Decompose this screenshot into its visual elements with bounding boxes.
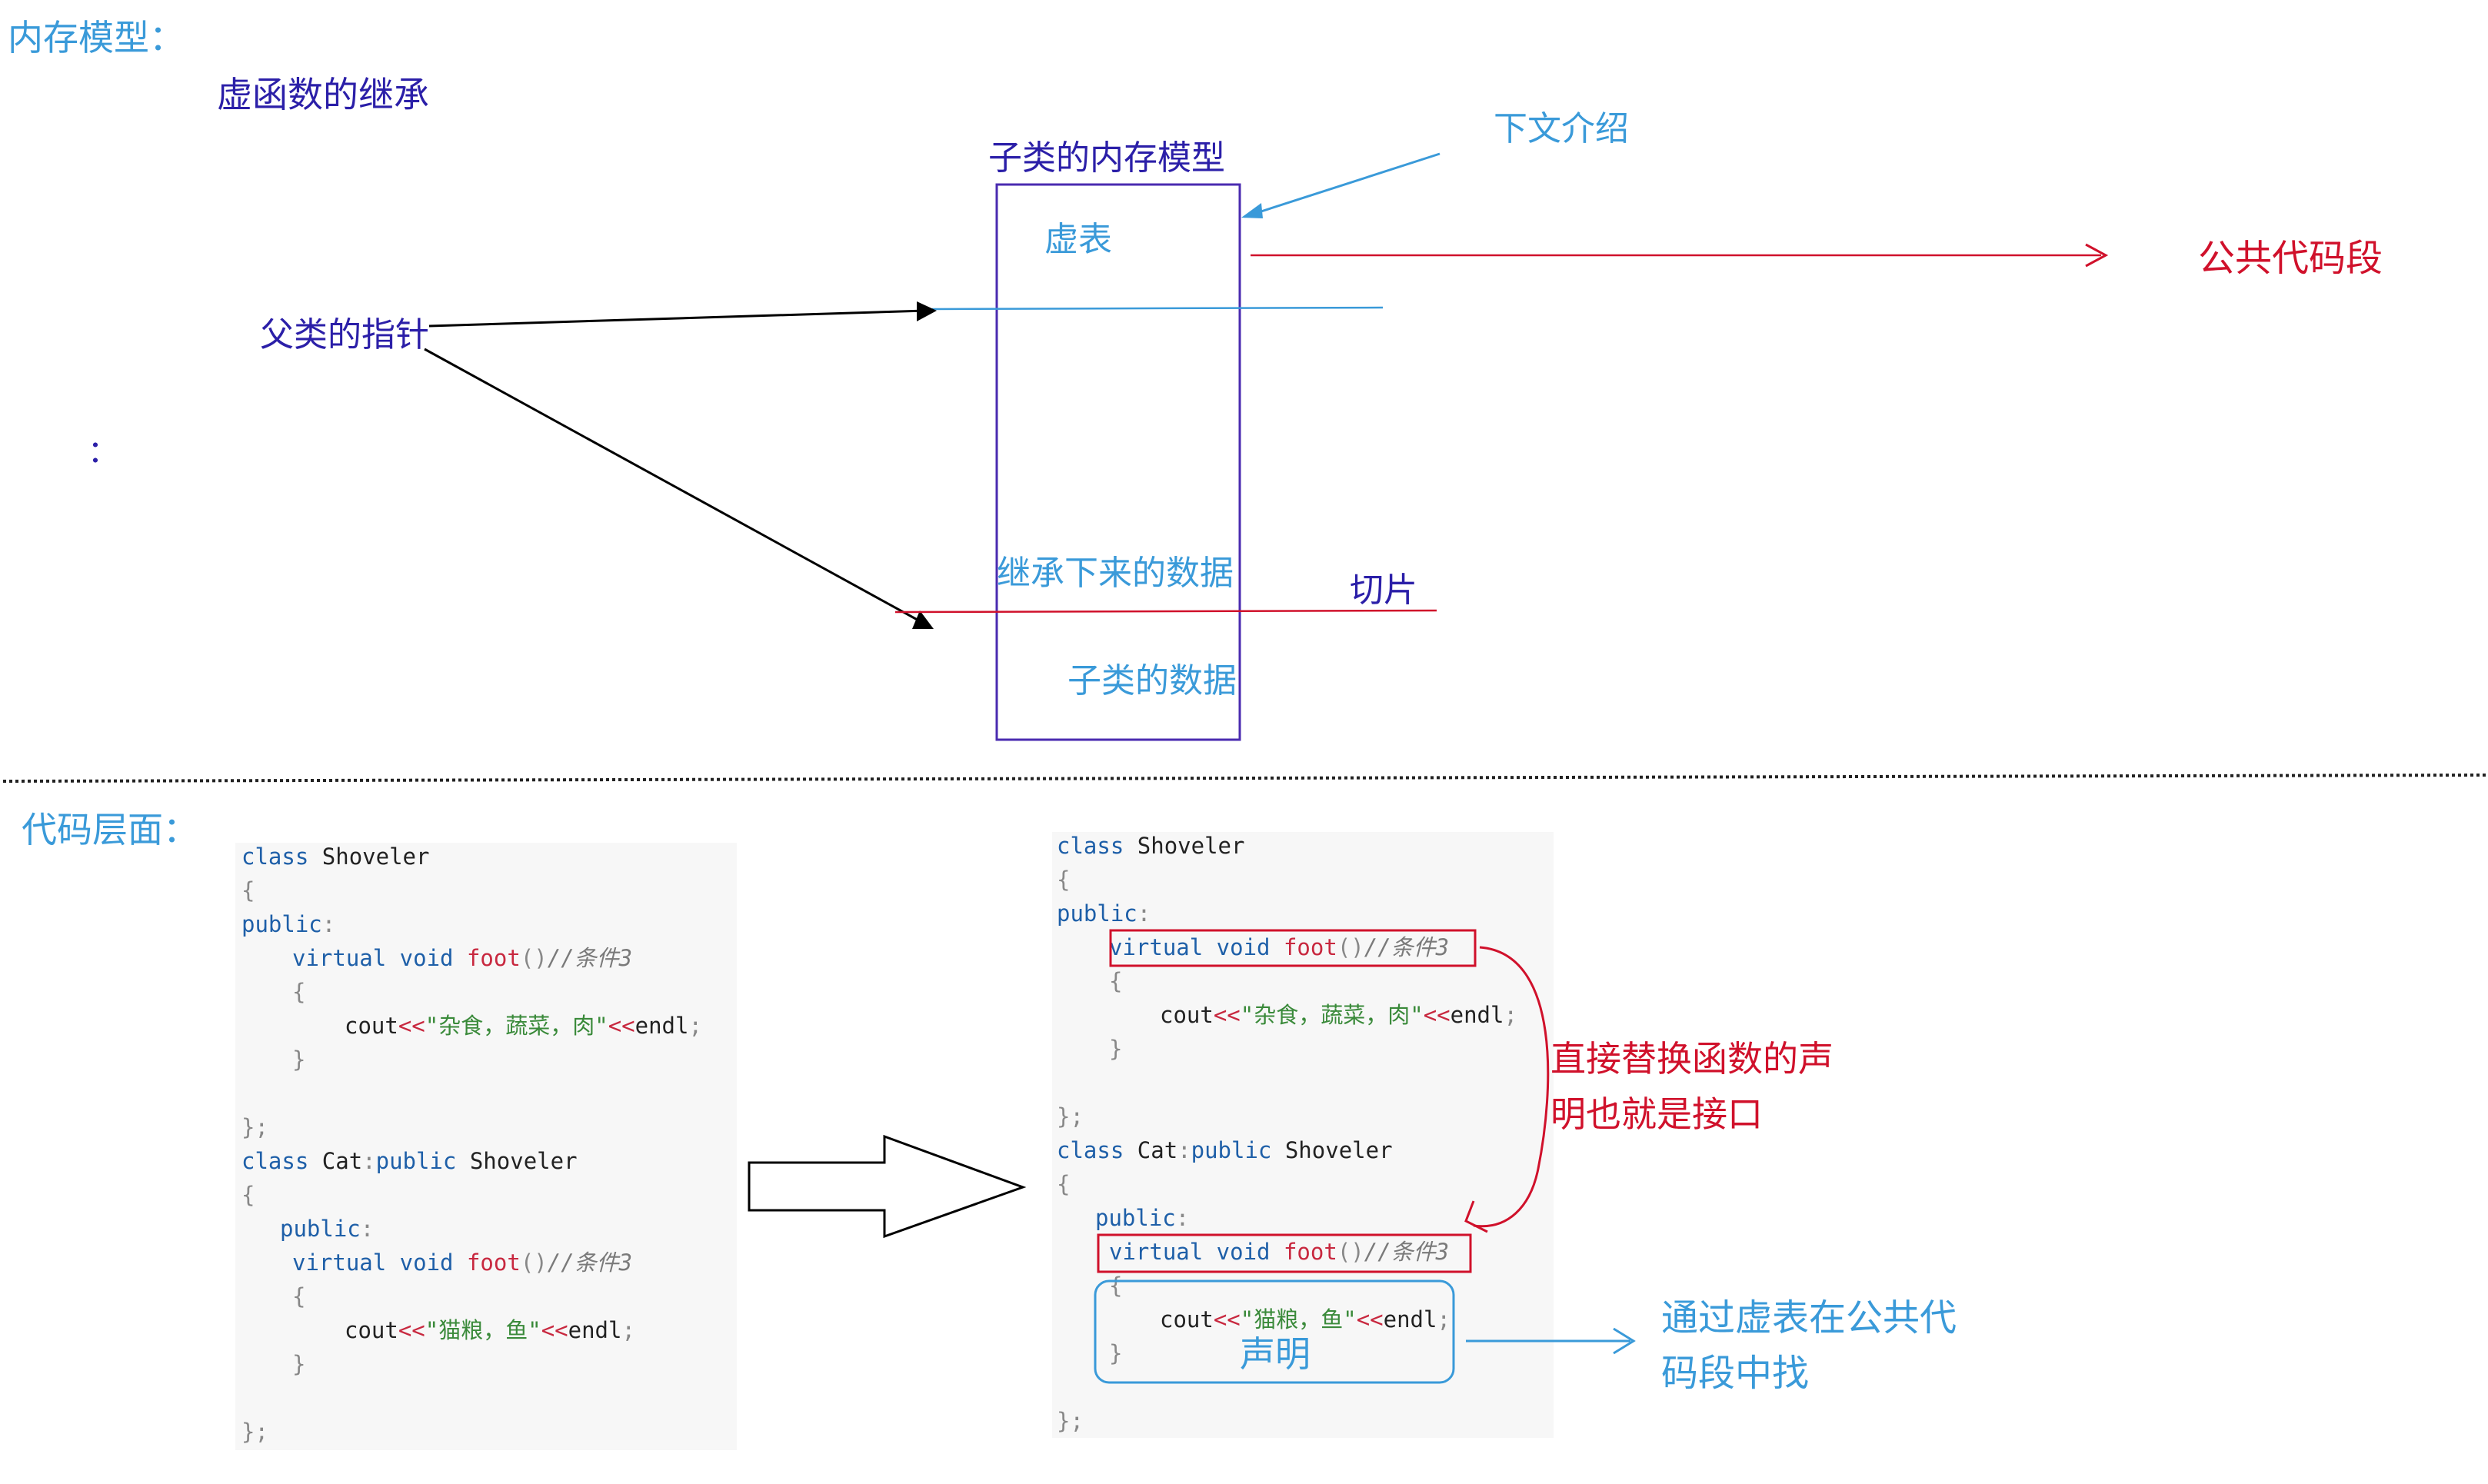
code-line: class Cat:public Shoveler bbox=[1057, 1137, 1393, 1163]
section-separator bbox=[2, 774, 2486, 783]
code-line: cout<<"杂食，蔬菜，肉"<<endl; bbox=[1160, 1002, 1517, 1028]
code-line: }; bbox=[1057, 1103, 1084, 1130]
highlight-base-virtual bbox=[1109, 929, 1477, 967]
find-note-line1: 通过虚表在公共代 bbox=[1661, 1296, 1957, 1339]
code-line: } bbox=[1109, 1340, 1123, 1366]
code-line: { bbox=[1109, 968, 1123, 994]
parent-pointer-label: 父类的指针 bbox=[260, 315, 429, 354]
code-line: } bbox=[292, 1046, 306, 1073]
vptr-line bbox=[931, 306, 1384, 311]
code-line: cout<<"猫粮，鱼"<<endl; bbox=[1160, 1306, 1451, 1333]
section-code-title: 代码层面： bbox=[22, 809, 198, 850]
child-data-label: 子类的数据 bbox=[1067, 661, 1237, 700]
stray-colon: ： bbox=[88, 434, 118, 470]
slice-label: 切片 bbox=[1350, 571, 1417, 610]
parent-pointer-arrow-bottom bbox=[424, 348, 924, 624]
replace-curve-arrowhead bbox=[1464, 1200, 1488, 1233]
code-line: }; bbox=[241, 1114, 268, 1140]
see-below-label: 下文介绍 bbox=[1494, 109, 1629, 148]
find-arrowhead bbox=[1613, 1327, 1636, 1355]
section-memory-title: 内存模型： bbox=[8, 17, 185, 58]
code-line: { bbox=[1057, 867, 1071, 893]
inheritance-label: 虚函数的继承 bbox=[217, 74, 429, 115]
declaration-label: 声明 bbox=[1240, 1333, 1311, 1375]
code-line: { bbox=[1057, 1171, 1071, 1197]
code-line: { bbox=[292, 979, 306, 1005]
declaration-box bbox=[1094, 1279, 1455, 1384]
code-line: } bbox=[292, 1351, 306, 1377]
code-panel-right bbox=[1052, 832, 1554, 1438]
find-note-line2: 码段中找 bbox=[1661, 1352, 1810, 1395]
vtable-to-code-arrowhead bbox=[2085, 243, 2109, 268]
vtable-label: 虚表 bbox=[1044, 220, 1112, 259]
code-line: { bbox=[241, 1182, 255, 1208]
code-line: public: bbox=[1057, 900, 1151, 927]
code-line: virtual void foot()//条件3 bbox=[1109, 934, 1450, 960]
code-line: public: bbox=[241, 911, 336, 937]
code-line: virtual void foot()//条件3 bbox=[292, 945, 633, 971]
replace-curve-arrow bbox=[1473, 946, 1550, 1228]
code-line: virtual void foot()//条件3 bbox=[292, 1249, 633, 1276]
public-code-label: 公共代码段 bbox=[2198, 237, 2383, 280]
code-line: cout<<"猫粮，鱼"<<endl; bbox=[345, 1317, 635, 1343]
code-line: public: bbox=[1095, 1205, 1190, 1231]
code-line: { bbox=[292, 1283, 306, 1309]
inherited-data-label: 继承下来的数据 bbox=[997, 554, 1234, 593]
code-line: virtual void foot()//条件3 bbox=[1109, 1239, 1450, 1265]
see-below-arrow bbox=[1244, 152, 1441, 218]
code-panel-left bbox=[235, 843, 737, 1450]
code-line: { bbox=[241, 877, 255, 903]
code-line: public: bbox=[280, 1216, 375, 1242]
code-line: class Shoveler bbox=[1057, 833, 1245, 859]
slice-line bbox=[894, 609, 1437, 614]
parent-pointer-arrow-top bbox=[428, 309, 927, 328]
code-line: class Cat:public Shoveler bbox=[241, 1148, 578, 1174]
transform-arrow bbox=[748, 1134, 1027, 1239]
highlight-derived-virtual bbox=[1097, 1233, 1472, 1273]
parent-pointer-arrowhead-top bbox=[917, 301, 937, 321]
code-line: }; bbox=[241, 1419, 268, 1445]
see-below-arrowhead bbox=[1241, 203, 1263, 218]
memory-model-box bbox=[995, 183, 1241, 741]
code-line: cout<<"杂食，蔬菜，肉"<<endl; bbox=[345, 1013, 702, 1039]
parent-pointer-arrowhead-bottom bbox=[912, 611, 934, 629]
replace-note-line1: 直接替换函数的声 bbox=[1550, 1038, 1834, 1080]
code-line: } bbox=[1109, 1036, 1123, 1062]
code-line: }; bbox=[1057, 1408, 1084, 1434]
replace-note-line2: 明也就是接口 bbox=[1550, 1093, 1763, 1135]
child-model-label: 子类的内存模型 bbox=[988, 138, 1225, 178]
code-line: class Shoveler bbox=[241, 843, 430, 870]
